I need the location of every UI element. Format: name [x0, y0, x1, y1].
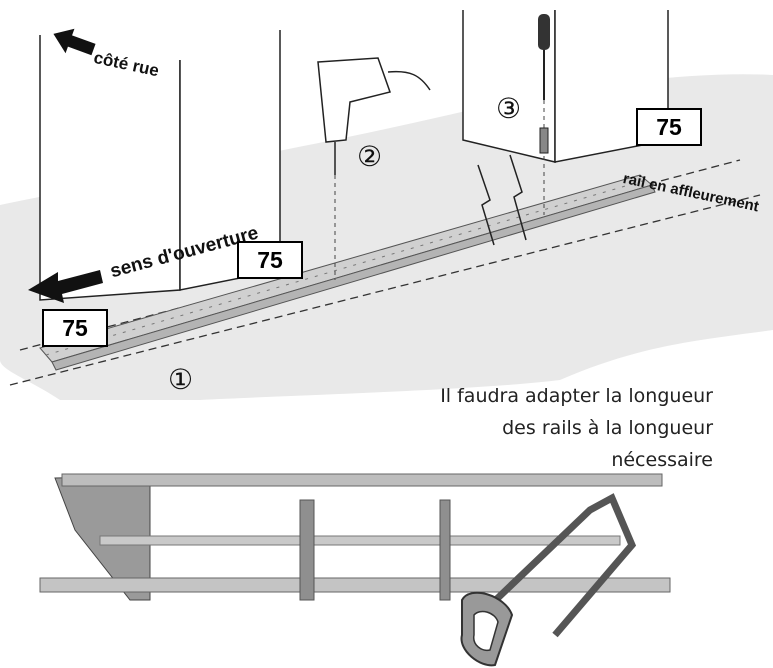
left-panel: [39, 30, 281, 301]
cutting-note-line-2: des rails à la longueur: [502, 417, 713, 439]
cutting-note-line-1: Il faudra adapter la longueur: [440, 385, 713, 407]
dimension-box-mid: 75: [237, 241, 303, 279]
drill-icon: [317, 57, 431, 280]
rail-frame: [39, 473, 671, 601]
screwdriver-icon: [538, 14, 550, 215]
opening-arrow-icon: [28, 270, 103, 303]
dimension-box-right: 75: [636, 108, 702, 146]
callout-3: ③: [496, 93, 522, 124]
hacksaw-icon: [460, 493, 637, 667]
cutting-note-line-3: nécessaire: [611, 449, 713, 471]
callout-1: ①: [168, 364, 194, 395]
dimension-box-left: 75: [42, 309, 108, 347]
street-arrow-icon: [53, 28, 96, 56]
callout-2: ②: [357, 141, 383, 172]
floor-rail: [39, 174, 656, 371]
cutting-note: Il faudra adapter la longueur des rails …: [440, 380, 713, 476]
